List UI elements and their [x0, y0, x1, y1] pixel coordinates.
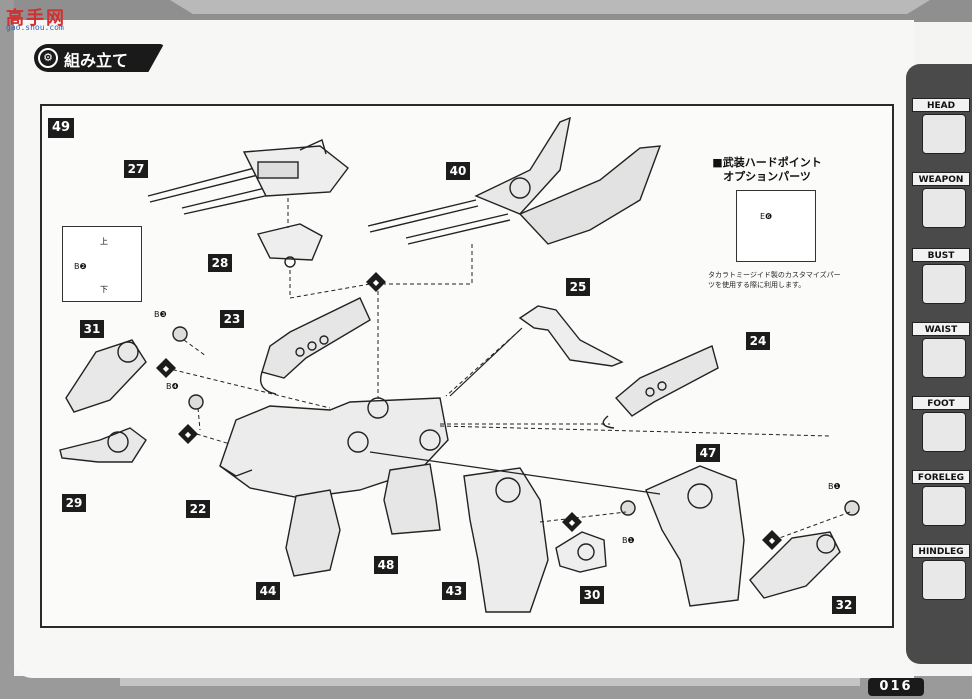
sidebar-item-label: WEAPON — [912, 172, 970, 186]
part-number-tag: 23 — [220, 310, 244, 328]
part-40-wing-drawing — [367, 116, 662, 245]
part-44-leg-drawing — [285, 489, 341, 577]
part-number-tag: 25 — [566, 278, 590, 296]
weapon-icon — [922, 188, 966, 228]
head-icon — [922, 114, 966, 154]
part-30-joint-drawing — [555, 531, 607, 573]
wrench-icon: ⚙ — [38, 48, 58, 68]
sidebar-item-head[interactable]: HEAD — [912, 98, 970, 162]
part-ref-label: B❶ — [622, 536, 635, 545]
part-29-gun-drawing — [59, 427, 147, 463]
sidebar-item-hindleg[interactable]: HINDLEG — [912, 544, 970, 608]
left-frame-bar — [0, 0, 14, 699]
svg-text:◆: ◆ — [769, 536, 776, 545]
option-part-ref: E❻ — [760, 212, 773, 221]
part-28-mount-drawing — [256, 223, 323, 268]
bottom-frame-inset — [120, 676, 860, 686]
svg-text:◆: ◆ — [163, 364, 170, 373]
bust-icon — [922, 264, 966, 304]
part-number-tag: 40 — [446, 162, 470, 180]
part-25-bracket-drawing — [518, 305, 624, 367]
page-number: 016 — [868, 678, 924, 696]
sidebar-item-label: FORELEG — [912, 470, 970, 484]
waist-icon — [922, 338, 966, 378]
sidebar-item-label: WAIST — [912, 322, 970, 336]
part-27-cannon-drawing — [147, 139, 349, 215]
sidebar-item-waist[interactable]: WAIST — [912, 322, 970, 386]
section-title: 組み立て — [64, 51, 129, 70]
orientation-up-label: 上 — [100, 237, 108, 246]
part-43-leg-drawing — [463, 467, 549, 613]
part-ref-label: B❸ — [154, 310, 167, 319]
orientation-down-label: 下 — [100, 285, 108, 294]
part-number-tag: 24 — [746, 332, 770, 350]
part-48-leg-drawing — [383, 463, 441, 535]
watermark-url: gao.shou.com — [6, 23, 64, 32]
svg-text:◆: ◆ — [569, 518, 576, 527]
option-title-line2: オプションパーツ — [723, 170, 811, 183]
sidebar-item-foot[interactable]: FOOT — [912, 396, 970, 460]
foot-icon — [922, 412, 966, 452]
part-ref-label: B❹ — [166, 382, 179, 391]
part-24-missile-drawing — [602, 345, 719, 429]
part-number-tag: 44 — [256, 582, 280, 600]
foreleg-icon — [922, 486, 966, 526]
part-number-tag: 47 — [696, 444, 720, 462]
sidebar-item-bust[interactable]: BUST — [912, 248, 970, 312]
part-32-weapon-drawing — [749, 531, 841, 599]
sidebar-item-label: BUST — [912, 248, 970, 262]
sidebar-item-weapon[interactable]: WEAPON — [912, 172, 970, 236]
part-23-missile-drawing — [259, 297, 371, 395]
option-parts-box — [736, 190, 816, 262]
svg-text:◆: ◆ — [373, 278, 380, 287]
part-31-weapon-drawing — [65, 339, 147, 413]
option-parts-title: ■武装ハードポイント オプションパーツ — [712, 156, 822, 184]
part-number-tag: 29 — [62, 494, 86, 512]
option-parts-note: タカラトミージイド製のカスタマイズパーツを使用する際に利用します。 — [708, 271, 841, 289]
sidebar-item-label: HINDLEG — [912, 544, 970, 558]
part-ref-label: B❶ — [828, 482, 841, 491]
part-number-tag: 30 — [580, 586, 604, 604]
part-47-leg-drawing — [645, 465, 745, 607]
sidebar-item-label: FOOT — [912, 396, 970, 410]
sidebar-item-foreleg[interactable]: FORELEG — [912, 470, 970, 534]
part-number-tag: 28 — [208, 254, 232, 272]
hindleg-icon — [922, 560, 966, 600]
step-number: 49 — [48, 118, 74, 138]
part-number-tag: 27 — [124, 160, 148, 178]
part-number-tag: 32 — [832, 596, 856, 614]
svg-text:◆: ◆ — [185, 430, 192, 439]
part-number-tag: 43 — [442, 582, 466, 600]
part-number-tag: 22 — [186, 500, 210, 518]
watermark-logo: 高手网 — [6, 8, 66, 28]
part-number-tag: 31 — [80, 320, 104, 338]
option-title-line1: ■武装ハードポイント — [712, 156, 822, 169]
orientation-part-ref: B❷ — [74, 262, 87, 271]
top-frame-inset — [170, 0, 930, 14]
sidebar-item-label: HEAD — [912, 98, 970, 112]
orientation-inset — [62, 226, 142, 302]
part-number-tag: 48 — [374, 556, 398, 574]
